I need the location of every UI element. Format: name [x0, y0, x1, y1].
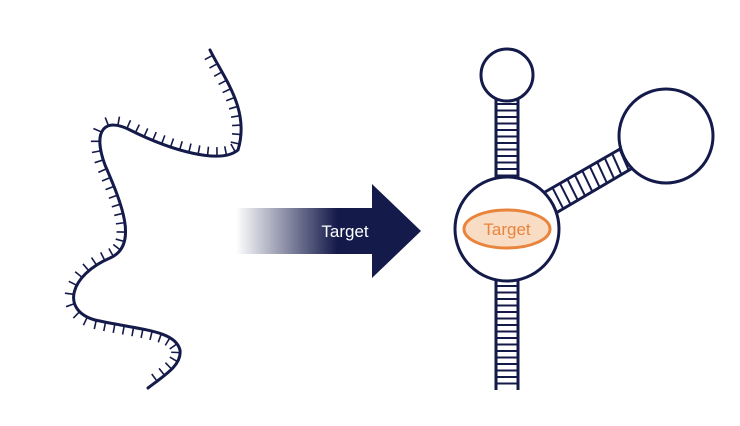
- strand-base-tick: [143, 128, 149, 137]
- target-ellipse: [462, 208, 552, 250]
- strand-base-tick: [197, 145, 201, 155]
- base-pair-rung: [573, 174, 586, 197]
- strand-base-tick: [115, 221, 125, 225]
- strand-base-tick: [160, 135, 166, 145]
- base-pair-rung: [551, 187, 565, 210]
- strand-base-tick: [91, 149, 102, 154]
- strand-base-tick: [231, 133, 242, 136]
- strand-base-tick: [112, 323, 116, 333]
- strand-base-tick: [111, 203, 121, 208]
- strand-base-tick: [157, 333, 163, 343]
- strand-base-tick: [108, 248, 115, 257]
- top-stem: [494, 98, 520, 185]
- strand-base-tick: [98, 168, 107, 174]
- strand-base-tick: [140, 328, 144, 339]
- strand-base-tick: [82, 263, 90, 272]
- strand-base-tick: [158, 367, 166, 376]
- strand-base-tick: [65, 302, 75, 308]
- bound-target: Target: [462, 208, 552, 250]
- top-hairpin-loop: [479, 47, 535, 103]
- strand-base-tick: [149, 330, 153, 341]
- strand-base-tick: [90, 257, 98, 266]
- strand-base-tick: [169, 356, 178, 363]
- strand-base-tick: [228, 105, 238, 110]
- strand-base-tick: [72, 311, 81, 319]
- unfolded-strand: [64, 48, 243, 390]
- strand-base-tick: [93, 320, 98, 330]
- strand-base-tick: [82, 316, 89, 326]
- base-pair-rung: [611, 153, 623, 175]
- bottom-stem: [494, 278, 520, 390]
- strand-base-tick: [126, 119, 132, 129]
- top-stem-base-pairs: [496, 103, 518, 177]
- strand-base-tick: [223, 146, 228, 156]
- strand-base-tick: [230, 141, 240, 145]
- strand-base-tick: [230, 143, 237, 153]
- strand-base-tick: [164, 362, 173, 370]
- strand-base-tick: [134, 124, 141, 133]
- strand-base-tick: [164, 337, 171, 346]
- strand-base-tick: [114, 212, 124, 217]
- strand-base-tick: [151, 373, 158, 382]
- base-pair-rung: [603, 157, 616, 180]
- strand-base-tick: [218, 79, 227, 86]
- strand-base-tick: [152, 131, 157, 141]
- strand-base-tick: [112, 243, 121, 251]
- base-pair-rung: [596, 161, 608, 184]
- strand-base-tick: [94, 159, 104, 164]
- strand-base-tick: [68, 280, 78, 287]
- strand-base-tick: [108, 194, 118, 200]
- strand-base-tick: [121, 325, 125, 335]
- base-pair-rung: [581, 170, 594, 193]
- strand-base-tick: [99, 252, 106, 261]
- side-hairpin-loop: [617, 87, 715, 185]
- strand-base-tick: [74, 271, 83, 279]
- arrow-shape: [236, 184, 421, 278]
- strand-base-tick: [206, 146, 210, 156]
- strand-base-tick: [115, 238, 125, 243]
- strand-base-tick: [105, 185, 115, 191]
- strand-base-tick: [204, 54, 214, 61]
- folded-aptamer: Target: [453, 47, 715, 390]
- strand-base-tick: [169, 343, 178, 350]
- strand-base-tick: [230, 114, 241, 119]
- strand-backbone: [72, 48, 243, 390]
- strand-base-tick: [93, 127, 103, 133]
- folding-arrow: Target: [236, 184, 421, 278]
- strand-base-tick: [188, 143, 192, 153]
- strand-base-tick: [213, 71, 223, 78]
- bottom-stem-base-pairs: [496, 285, 518, 385]
- strand-base-tick: [101, 176, 111, 182]
- arrow-label: Target: [321, 222, 369, 241]
- strand-base-tick: [169, 138, 175, 148]
- strand-base-tick: [131, 327, 135, 337]
- strand-base-tick: [64, 292, 74, 296]
- strand-base-tick: [209, 62, 218, 69]
- strand-base-tick: [225, 96, 235, 102]
- strand-base-tick: [104, 117, 110, 127]
- strand-base-tick: [102, 322, 107, 332]
- base-pair-rung: [559, 183, 572, 205]
- strand-base-tick: [222, 88, 232, 94]
- strand-base-tick: [117, 116, 121, 126]
- strand-bases: [64, 54, 242, 382]
- base-pair-rung: [588, 165, 601, 188]
- target-label: Target: [483, 220, 531, 239]
- side-stem-base-pairs: [551, 148, 630, 210]
- base-pair-rung: [566, 178, 579, 201]
- strand-base-tick: [178, 141, 183, 151]
